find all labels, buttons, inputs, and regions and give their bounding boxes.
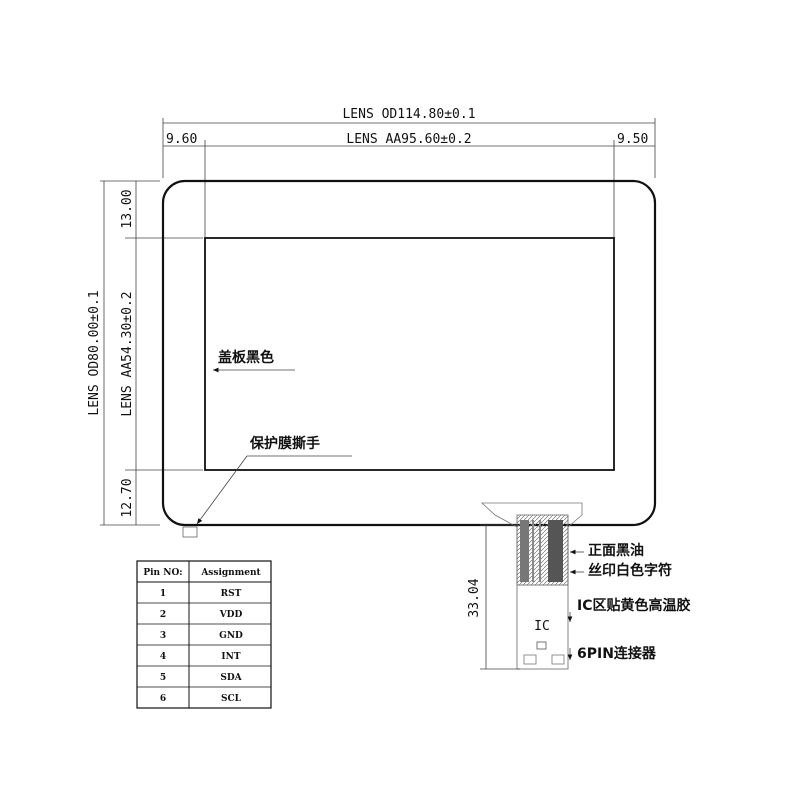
pin-signal: RST xyxy=(221,589,242,599)
silkscreen-label: 丝印白色字符 xyxy=(588,562,672,579)
pin-header: Pin NO: xyxy=(143,568,182,578)
lens-od-height-label: LENS OD80.00±0.1 xyxy=(87,290,102,415)
pin-number: 1 xyxy=(160,589,166,599)
pin-signal: GND xyxy=(219,631,243,641)
cover-black-label: 盖板黑色 xyxy=(218,349,274,366)
ic-tape-label: IC区贴黄色高温胶 xyxy=(577,597,690,614)
fpc-right-trace-band xyxy=(548,520,563,582)
top-dimensions: LENS OD114.80±0.1 LENS AA95.60±0.2 9.60 … xyxy=(162,107,656,238)
lens-od-width-label: LENS OD114.80±0.1 xyxy=(342,107,475,122)
pin-number: 6 xyxy=(160,694,166,704)
pin-number: 4 xyxy=(160,652,166,662)
left-margin-label: 9.60 xyxy=(166,132,197,147)
fpc-length-dimension: 33.04 xyxy=(467,524,520,670)
fpc-tail: IC xyxy=(480,502,583,670)
bottom-margin-label: 12.70 xyxy=(120,478,135,517)
fpc-length-label: 33.04 xyxy=(467,578,482,617)
pin-signal: SCL xyxy=(221,694,242,704)
pin-number: 3 xyxy=(160,631,166,641)
pin-signal: SDA xyxy=(220,673,242,683)
pin-table: Pin NO: Assignment 1 RST 2 VDD 3 GND 4 I… xyxy=(136,560,272,709)
protective-film-label: 保护膜撕手 xyxy=(249,435,320,452)
active-area xyxy=(204,237,615,471)
ic-label: IC xyxy=(534,619,550,634)
connector-pad-left xyxy=(523,654,537,665)
fpc-callouts: 正面黑油 丝印白色字符 IC区贴黄色高温胶 6PIN连接器 xyxy=(567,542,690,662)
lens-aa-height-label: LENS AA54.30±0.2 xyxy=(120,291,135,416)
right-margin-label: 9.50 xyxy=(617,132,648,147)
top-margin-label: 13.00 xyxy=(120,189,135,228)
fpc-lower-section xyxy=(516,584,569,670)
pin-number: 2 xyxy=(160,610,166,620)
connector-pad-right xyxy=(551,654,565,665)
film-tab xyxy=(182,526,198,538)
assignment-header: Assignment xyxy=(200,568,261,578)
cover-black-callout: 盖板黑色 xyxy=(213,349,295,373)
ic-chip xyxy=(536,641,547,650)
left-dimensions: LENS OD80.00±0.1 LENS AA54.30±0.2 13.00 … xyxy=(87,180,203,526)
lens-outline xyxy=(161,179,657,527)
connector-label: 6PIN连接器 xyxy=(577,645,657,662)
pin-signal: VDD xyxy=(219,610,243,620)
front-black-ink-label: 正面黑油 xyxy=(588,542,644,559)
protective-film-callout: 保护膜撕手 xyxy=(182,435,352,538)
fpc-left-trace-band xyxy=(520,520,529,582)
lens-aa-width-label: LENS AA95.60±0.2 xyxy=(346,132,471,147)
pin-signal: INT xyxy=(221,652,240,662)
pin-number: 5 xyxy=(160,673,166,683)
